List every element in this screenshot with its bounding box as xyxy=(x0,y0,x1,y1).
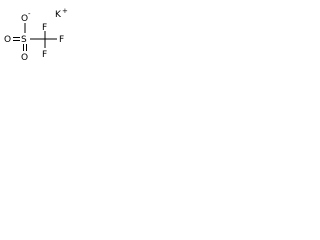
molecule-diagram: K + O - S O O F F F xyxy=(4,7,68,63)
oxygen-bottom-label: O xyxy=(21,53,28,63)
fluorine-bottom-label: F xyxy=(42,50,47,60)
oxygen-anion-charge: - xyxy=(28,10,31,18)
oxygen-anion-label: O xyxy=(21,14,28,24)
fluorine-top-label: F xyxy=(42,23,47,33)
potassium-charge: + xyxy=(62,7,68,15)
oxygen-left-label: O xyxy=(4,35,11,45)
structure-canvas: K + O - S O O F F F xyxy=(0,0,73,74)
fluorine-right-label: F xyxy=(59,35,64,45)
potassium-label: K xyxy=(55,10,62,20)
sulfur-label: S xyxy=(21,35,27,45)
